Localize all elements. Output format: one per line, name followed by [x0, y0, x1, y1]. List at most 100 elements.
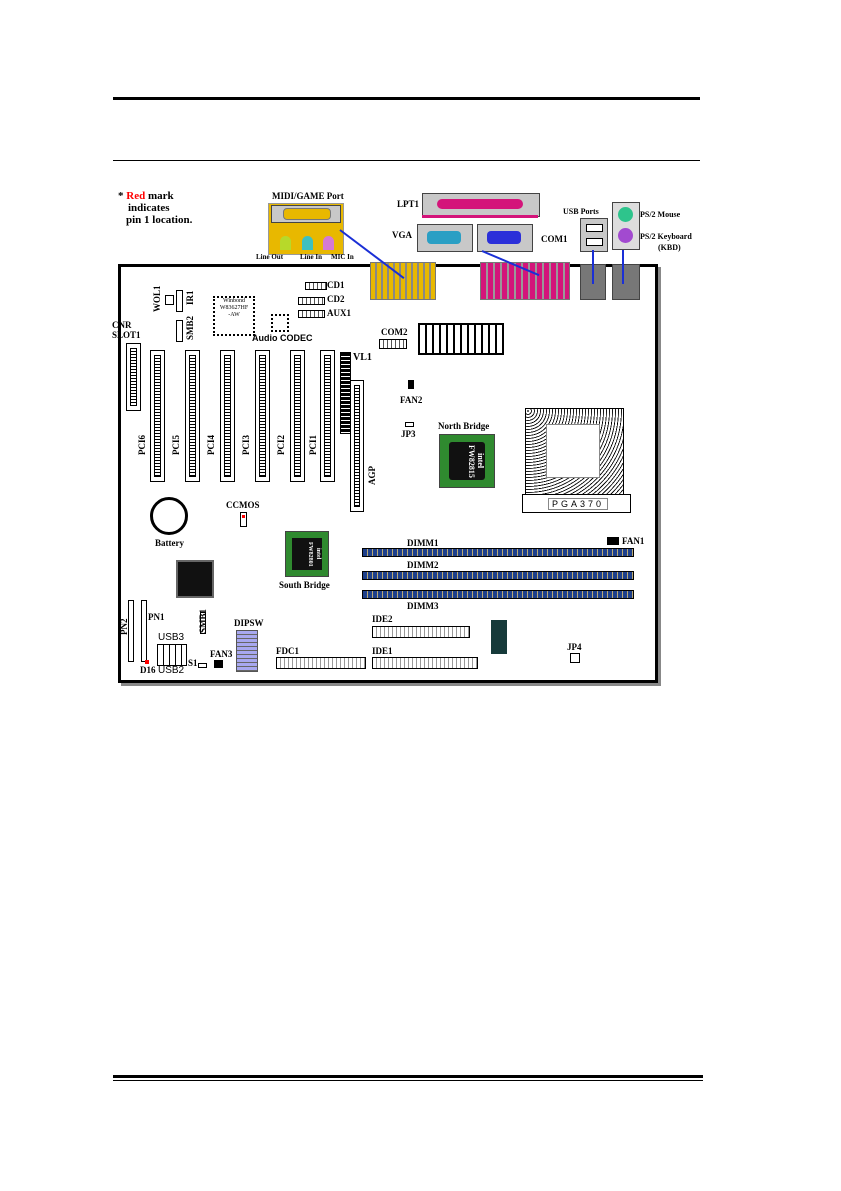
- lpt1-port: [422, 193, 540, 217]
- dimm1-label: DIMM1: [407, 538, 439, 548]
- fan1-connector: [607, 537, 619, 545]
- com2-label: COM2: [381, 327, 408, 337]
- north-bridge-chip: intel FW82815: [439, 434, 495, 488]
- cd1-label: CD1: [327, 280, 345, 290]
- pn2-label: PN2: [119, 618, 129, 636]
- dimm2-label: DIMM2: [407, 560, 439, 570]
- fan3-connector: [214, 660, 223, 668]
- fdc1-label: FDC1: [276, 646, 299, 656]
- pci5-slot: [185, 350, 200, 482]
- ps2-mouse-port: [618, 207, 633, 222]
- s1-switch[interactable]: [198, 663, 207, 668]
- usb-ports-label: USB Ports: [563, 207, 599, 216]
- cnr-slot: [126, 343, 141, 411]
- bottom-rule: [113, 1075, 703, 1078]
- dimm3-slot: [362, 590, 634, 599]
- fan3-label: FAN3: [210, 649, 233, 659]
- midi-game-port-panel: [268, 203, 344, 255]
- cd2-label: CD2: [327, 294, 345, 304]
- pci2-label: PCI2: [276, 435, 286, 455]
- ide2-connector: [372, 626, 470, 638]
- mic-in-jack[interactable]: [323, 236, 334, 250]
- aux1-label: AUX1: [327, 308, 351, 318]
- dip-switch[interactable]: [236, 630, 258, 672]
- dipsw-label: DIPSW: [234, 618, 264, 628]
- line-in-jack[interactable]: [302, 236, 313, 250]
- cpu-socket: [525, 408, 624, 496]
- wol1-label: WOL1: [152, 285, 162, 312]
- header-rule: [113, 160, 700, 161]
- com2-header: [379, 339, 407, 349]
- agp-slot: [350, 380, 364, 512]
- vga-label: VGA: [392, 230, 412, 240]
- ps2-keyboard-port: [618, 228, 633, 243]
- north-bridge-label: North Bridge: [438, 421, 490, 431]
- usb-ports: [580, 218, 608, 252]
- jp4-label: JP4: [567, 642, 582, 652]
- line-out-label: Line Out: [256, 253, 284, 261]
- wol1-header: [165, 295, 174, 305]
- smb1-header: [200, 612, 206, 634]
- ps2-keyboard-label: PS/2 Keyboard: [640, 232, 692, 241]
- line-in-label: Line In: [300, 253, 322, 261]
- pci1-label: PCI1: [308, 435, 318, 455]
- fan2-label: FAN2: [400, 395, 423, 405]
- jp3-label: JP3: [401, 429, 416, 439]
- ir1-label: IR1: [185, 290, 195, 305]
- lpt1-label: LPT1: [397, 199, 420, 209]
- dimm1-slot: [362, 548, 634, 557]
- ide1-label: IDE1: [372, 646, 393, 656]
- atx-power-connector: [418, 323, 504, 355]
- midi-game-label: MIDI/GAME Port: [272, 191, 344, 201]
- pci2-slot: [290, 350, 305, 482]
- pci6-label: PCI6: [137, 435, 147, 455]
- cmos-battery: [150, 497, 188, 535]
- jp3-jumper: [405, 422, 414, 427]
- ps2-ports: [612, 202, 640, 250]
- agp-label: AGP: [367, 466, 377, 485]
- vga-port: [417, 224, 473, 252]
- mic-in-label: MIC In: [331, 253, 354, 261]
- audio-codec-label: Audio CODEC: [252, 333, 313, 343]
- line-out-jack[interactable]: [280, 236, 291, 250]
- com1-label: COM1: [541, 234, 568, 244]
- pci4-label: PCI4: [206, 435, 216, 455]
- s1-label: S1: [188, 658, 198, 668]
- cd1-connector: [305, 282, 327, 290]
- fan2-connector: [408, 380, 414, 389]
- pn1-header: [141, 600, 147, 662]
- bottom-rule-thin: [113, 1080, 703, 1081]
- pci4-slot: [220, 350, 235, 482]
- jp4-jumper: [570, 653, 580, 663]
- audio-codec-chip: [271, 314, 289, 332]
- ccmos-label: CCMOS: [226, 500, 260, 510]
- kbd-label: (KBD): [658, 243, 681, 252]
- ps2-connector: [612, 264, 640, 300]
- usb2-label: USB2: [158, 665, 185, 676]
- pci3-label: PCI3: [241, 435, 251, 455]
- ide1-connector: [372, 657, 478, 669]
- d16-label: D16: [140, 665, 156, 675]
- aux1-connector: [298, 310, 325, 318]
- dimm3-label: DIMM3: [407, 601, 439, 611]
- vl1-label: VL1: [353, 352, 372, 363]
- smb1-label: SMB1: [198, 608, 208, 633]
- fdc1-connector: [276, 657, 366, 669]
- south-bridge-die: intel FW82801: [292, 538, 322, 570]
- game-port-connector: [370, 262, 436, 300]
- ir1-header: [176, 290, 183, 312]
- south-bridge-part-number: FW82801: [307, 541, 313, 567]
- socket-lever: PGA370: [522, 494, 631, 513]
- usb3-label: USB3: [158, 632, 185, 643]
- flash-chip: [491, 620, 507, 654]
- d16-led: [145, 660, 149, 664]
- usb-headers: [157, 644, 187, 666]
- south-bridge-chip: intel FW82801: [285, 531, 329, 577]
- south-bridge-label: South Bridge: [279, 580, 330, 590]
- smb2-label: SMB2: [185, 315, 195, 340]
- fan1-label: FAN1: [622, 536, 645, 546]
- pci5-label: PCI5: [171, 435, 181, 455]
